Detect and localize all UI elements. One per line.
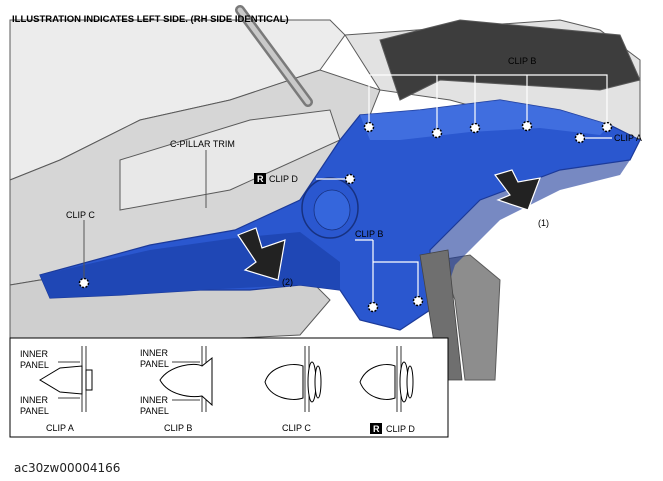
leader-lines [83,74,612,302]
clip-d-detail: R CLIP D [359,346,415,434]
clip-marker-a [574,132,586,144]
clip-marker-b2 [431,127,443,139]
label-clip-d-group: R CLIP D [254,173,298,184]
clip-detail-inset: INNER PANEL INNER PANEL CLIP A INNER PAN… [9,337,449,438]
label-clip-d: CLIP D [269,174,298,184]
inset-inner-panel-b-bottom-1: INNER [140,395,169,405]
clip-marker-b6 [367,301,379,313]
clip-marker-b5 [601,121,613,133]
r-mark-box [254,173,266,184]
inset-caption-d: CLIP D [386,424,415,434]
inset-inner-panel-a-top-2: PANEL [20,360,49,370]
inset-inner-panel-a-bottom-2: PANEL [20,406,49,416]
vehicle-body [9,19,641,381]
clip-marker-b4 [521,120,533,132]
arrow-step-1 [494,169,541,211]
label-clip-b-top: CLIP B [508,56,536,66]
inset-inner-panel-a-bottom-1: INNER [20,395,49,405]
inset-caption-b: CLIP B [164,423,192,433]
arrow-step-2 [237,227,286,281]
inset-inner-panel-a-top-1: INNER [20,349,49,359]
figure-code: ac30zw00004166 [14,461,120,475]
clip-marker-b3 [469,122,481,134]
label-clip-b-mid: CLIP B [355,229,383,239]
clip-b-detail: INNER PANEL INNER PANEL CLIP B [140,346,213,433]
inset-inner-panel-b-top-2: PANEL [140,359,169,369]
label-step-2: (2) [282,277,293,287]
label-clip-a: CLIP A [614,133,642,143]
label-c-pillar-trim: C-PILLAR TRIM [170,139,235,149]
clip-markers [78,120,613,313]
inset-inner-panel-b-top-1: INNER [140,348,169,358]
clip-marker-d [344,173,356,185]
inset-r-mark: R [373,424,380,434]
inset-inner-panel-b-bottom-2: PANEL [140,406,169,416]
inset-caption-a: CLIP A [46,423,74,433]
r-mark: R [257,174,264,184]
gas-strut [235,5,313,107]
inset-r-mark-box [370,423,382,434]
clip-marker-b1 [363,121,375,133]
clip-a-detail: INNER PANEL INNER PANEL CLIP A [20,346,93,433]
label-step-1: (1) [538,218,549,228]
label-clip-c: CLIP C [66,210,95,220]
inset-caption-c: CLIP C [282,423,311,433]
clip-marker-b7 [412,295,424,307]
header-note: ILLUSTRATION INDICATES LEFT SIDE. (RH SI… [12,14,289,25]
clip-marker-c [78,277,90,289]
clip-c-detail: CLIP C [264,346,322,433]
